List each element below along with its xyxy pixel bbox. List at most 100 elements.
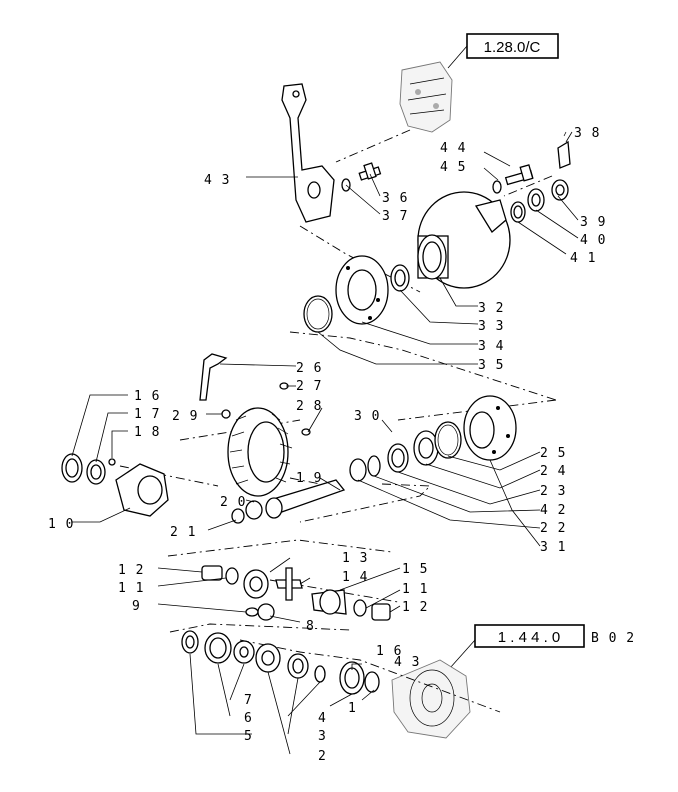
part-6-bearing[interactable] — [204, 632, 232, 664]
callout-29: 2 9 — [172, 409, 198, 424]
part-11-washer-right[interactable] — [353, 599, 367, 617]
callout-22: 2 2 — [540, 521, 566, 536]
part-23-cup[interactable] — [387, 443, 409, 473]
callout-24: 2 4 — [540, 464, 566, 479]
part-19-pinion-shaft[interactable] — [265, 479, 346, 519]
part-30-ring-gear[interactable] — [227, 407, 293, 497]
callout-25: 2 5 — [540, 446, 566, 461]
part-14-cross-pin[interactable] — [275, 567, 303, 601]
callout-45: 4 5 — [440, 160, 466, 175]
callout-35: 3 5 — [478, 358, 504, 373]
callout-12-left: 1 2 — [118, 563, 144, 578]
part-26-pipe[interactable] — [199, 353, 228, 401]
callout-27: 2 7 — [296, 379, 322, 394]
svg-text:1 . 4 4 . 0: 1 . 4 4 . 0 — [498, 629, 561, 646]
svg-text:B 0 2: B 0 2 — [591, 631, 635, 646]
callout-37: 3 7 — [382, 209, 408, 224]
callout-31: 3 1 — [540, 540, 566, 555]
part-41-seal[interactable] — [510, 201, 526, 223]
part-16-ring-left[interactable] — [61, 453, 83, 483]
part-35-ring[interactable] — [390, 264, 410, 292]
callout-20: 2 0 — [220, 495, 246, 510]
part-45-washer[interactable] — [492, 180, 502, 194]
callout-16-bottom: 1 6 — [376, 644, 402, 659]
callout-34: 3 4 — [478, 339, 504, 354]
part-3-bearing[interactable] — [287, 653, 309, 679]
callout-38: 3 8 — [574, 126, 600, 141]
callout-12-right: 1 2 — [402, 600, 428, 615]
callout-16: 1 6 — [134, 389, 160, 404]
part-12-bushing-right[interactable] — [371, 603, 391, 621]
part-34-hub[interactable] — [335, 255, 389, 325]
part-17-bearing-left[interactable] — [86, 459, 106, 485]
part-20-bearing[interactable] — [245, 500, 263, 520]
ref-top-leader — [447, 45, 468, 69]
part-21-nut[interactable] — [231, 508, 245, 524]
part-5-ring[interactable] — [181, 630, 199, 654]
part-39-nut[interactable] — [551, 179, 569, 201]
part-24-bearing[interactable] — [413, 430, 439, 466]
part-10-differential-case[interactable] — [115, 463, 169, 517]
callout-39: 3 9 — [580, 215, 606, 230]
reference-box-top[interactable]: 1.28.0/C — [466, 33, 559, 59]
part-43-bracket[interactable] — [281, 83, 335, 223]
callout-15: 1 5 — [402, 562, 428, 577]
part-2-side-gear[interactable] — [255, 643, 281, 673]
callout-23: 2 3 — [540, 484, 566, 499]
callout-4: 4 — [318, 711, 327, 726]
callout-11-right: 1 1 — [402, 582, 428, 597]
callout-43: 4 3 — [204, 173, 230, 188]
part-42-shim[interactable] — [367, 455, 381, 477]
part-4-shim[interactable] — [314, 665, 326, 683]
part-16-ring-bottom[interactable] — [364, 671, 380, 693]
part-1-ring[interactable] — [339, 661, 365, 695]
callout-19: 1 9 — [296, 471, 322, 486]
callout-6: 6 — [244, 711, 253, 726]
callout-14: 1 4 — [342, 570, 368, 585]
callout-17: 1 7 — [134, 407, 160, 422]
part-40-washer[interactable] — [527, 188, 545, 212]
callout-labels: 4 3 4 4 4 5 3 8 3 6 3 7 3 9 4 0 4 1 3 2 … — [48, 126, 606, 764]
part-13-side-gear[interactable] — [243, 569, 269, 599]
part-33-oring[interactable] — [303, 295, 333, 333]
callout-26: 2 6 — [296, 361, 322, 376]
callout-40: 4 0 — [580, 233, 606, 248]
part-9-pin[interactable] — [245, 607, 259, 617]
callout-13: 1 3 — [342, 551, 368, 566]
part-32-flange[interactable] — [417, 191, 511, 289]
callout-44: 4 4 — [440, 141, 466, 156]
callout-5: 5 — [244, 729, 253, 744]
part-22-spacer[interactable] — [349, 458, 367, 482]
ref-bottom-leader — [449, 639, 476, 669]
part-7-gear[interactable] — [233, 640, 255, 664]
callout-18: 1 8 — [134, 425, 160, 440]
part-31-housing[interactable] — [463, 395, 517, 461]
callout-42: 4 2 — [540, 503, 566, 518]
part-11-washer-left[interactable] — [225, 567, 239, 585]
callout-8: 8 — [306, 619, 315, 634]
part-38-cotter-pin[interactable] — [557, 131, 571, 169]
part-36-bolt[interactable] — [358, 162, 382, 181]
callout-43-bottom: 4 3 — [394, 655, 420, 670]
part-29-bolt[interactable] — [221, 409, 231, 419]
reference-box-bottom[interactable]: 1 . 4 4 . 0 B 0 2 — [474, 624, 635, 648]
part-15-pinion-gear[interactable] — [311, 589, 347, 615]
part-28-plug[interactable] — [301, 428, 311, 436]
callout-21: 2 1 — [170, 525, 196, 540]
callout-36: 3 6 — [382, 191, 408, 206]
callout-1: 1 — [348, 701, 357, 716]
callout-32: 3 2 — [478, 301, 504, 316]
part-44-bolt[interactable] — [504, 164, 534, 186]
part-18-screw-left[interactable] — [108, 458, 116, 466]
callout-28: 2 8 — [296, 399, 322, 414]
ghost-housing-top — [399, 61, 453, 133]
svg-text:1.28.0/C: 1.28.0/C — [484, 39, 541, 56]
part-8-gear-small[interactable] — [257, 603, 275, 621]
callout-11-left: 1 1 — [118, 581, 144, 596]
leader-lines — [71, 131, 579, 755]
part-25-oring[interactable] — [434, 421, 462, 459]
callout-3: 3 — [318, 729, 327, 744]
callout-10: 1 0 — [48, 517, 74, 532]
part-12-bushing-left[interactable] — [201, 565, 223, 581]
